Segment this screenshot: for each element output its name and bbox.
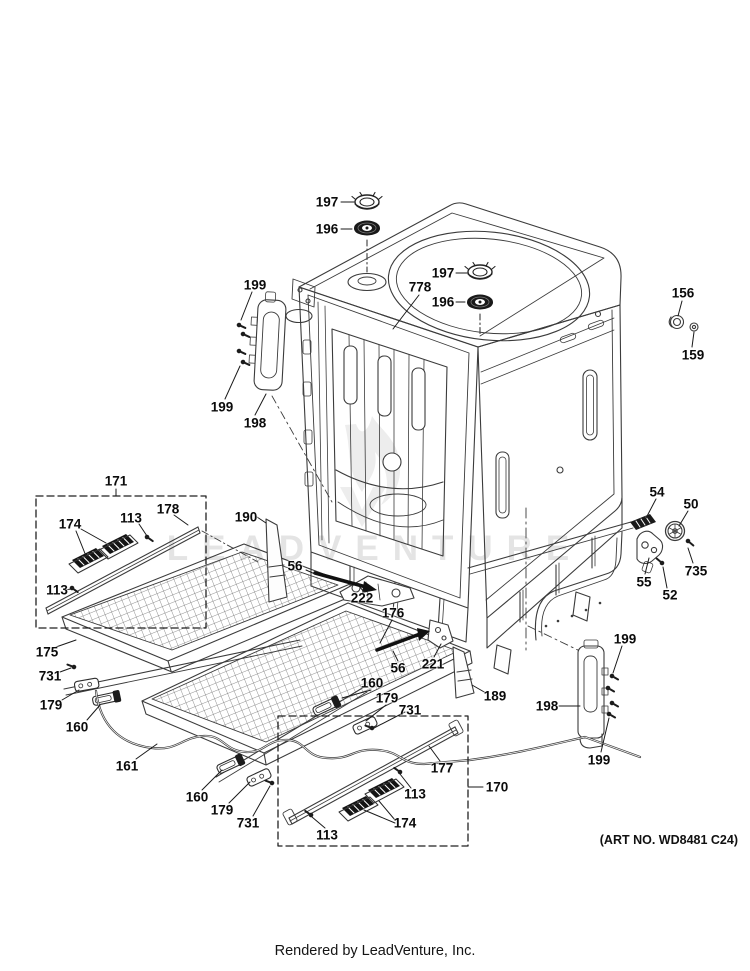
tub-clip-156: [668, 314, 699, 332]
part-callout-174-11: 174: [58, 516, 82, 532]
part-callout-731-26: 731: [236, 815, 260, 831]
top-grommets: [351, 191, 496, 337]
rack-stop-174-icon: [68, 547, 109, 574]
part-callout-156-5: 156: [671, 285, 695, 301]
tub-body: [285, 202, 634, 675]
part-callout-221-33: 221: [421, 656, 445, 672]
art-number: (ART NO. WD8481 C24): [599, 833, 738, 847]
part-callout-56-16: 56: [287, 558, 303, 574]
part-callout-50-39: 50: [683, 496, 699, 512]
part-callout-179-25: 179: [210, 802, 234, 818]
part-callout-55-40: 55: [636, 574, 652, 590]
part-callout-196-3: 196: [431, 294, 455, 310]
part-callout-778-4: 778: [408, 279, 432, 295]
part-callout-52-42: 52: [662, 587, 678, 603]
part-callout-54-38: 54: [649, 484, 665, 500]
part-callout-198-44: 198: [535, 698, 559, 714]
part-callout-198-9: 198: [243, 415, 267, 431]
rail-bracket-179-icon: [245, 767, 273, 788]
part-callout-199-8: 199: [210, 399, 234, 415]
right-door-strike: [577, 639, 621, 749]
part-callout-197-0: 197: [315, 194, 339, 210]
grommet-196-icon: [353, 219, 381, 237]
part-callout-189-34: 189: [483, 688, 507, 704]
leader-lines: [55, 201, 695, 829]
part-callout-176-18: 176: [381, 605, 405, 621]
part-callout-159-6: 159: [681, 347, 705, 363]
part-callout-161-23: 161: [115, 758, 139, 774]
part-callout-199-7: 199: [243, 277, 267, 293]
part-callout-113-12: 113: [120, 510, 142, 526]
part-callout-196-1: 196: [315, 221, 339, 237]
grommet-196-icon: [466, 293, 494, 311]
part-callout-160-22: 160: [65, 719, 89, 735]
rack-brackets: [313, 571, 454, 652]
rack-stop-174-icon: [364, 777, 405, 804]
part-callout-113-27: 113: [316, 827, 338, 843]
retainer-ring-197-icon: [464, 261, 496, 280]
part-callout-178-13: 178: [156, 501, 180, 517]
part-callout-113-29: 113: [404, 786, 426, 802]
part-callout-735-41: 735: [684, 563, 708, 579]
part-callout-731-20: 731: [38, 668, 62, 684]
rack-track-161: [94, 689, 642, 766]
part-callout-171-10: 171: [104, 473, 128, 489]
part-callout-222-17: 222: [350, 590, 374, 606]
footer-credit: Rendered by LeadVenture, Inc.: [274, 943, 476, 959]
part-callout-174-28: 174: [393, 815, 417, 831]
part-callout-177-30: 177: [430, 760, 454, 776]
rail-bracket-179-icon: [73, 677, 100, 693]
left-door-strike: [235, 291, 333, 503]
part-callout-731-37: 731: [398, 702, 422, 718]
part-callout-179-36: 179: [375, 690, 399, 706]
rack-stop-174-icon: [338, 795, 379, 822]
part-callout-170-31: 170: [485, 779, 509, 795]
part-callout-160-24: 160: [185, 789, 209, 805]
rack-stop-174-icon: [98, 533, 139, 560]
part-callout-197-2: 197: [431, 265, 455, 281]
part-callout-113-14: 113: [46, 582, 68, 598]
part-callout-179-21: 179: [39, 697, 63, 713]
divider-fins: [265, 518, 475, 699]
part-callout-199-43: 199: [613, 631, 637, 647]
part-callout-175-19: 175: [35, 644, 59, 660]
part-callout-199-45: 199: [587, 752, 611, 768]
part-callout-160-35: 160: [360, 675, 384, 691]
part-callout-56-32: 56: [390, 660, 406, 676]
retainer-ring-197-icon: [351, 191, 383, 210]
part-callout-190-15: 190: [234, 509, 258, 525]
door-roller-hinge: [630, 514, 697, 574]
